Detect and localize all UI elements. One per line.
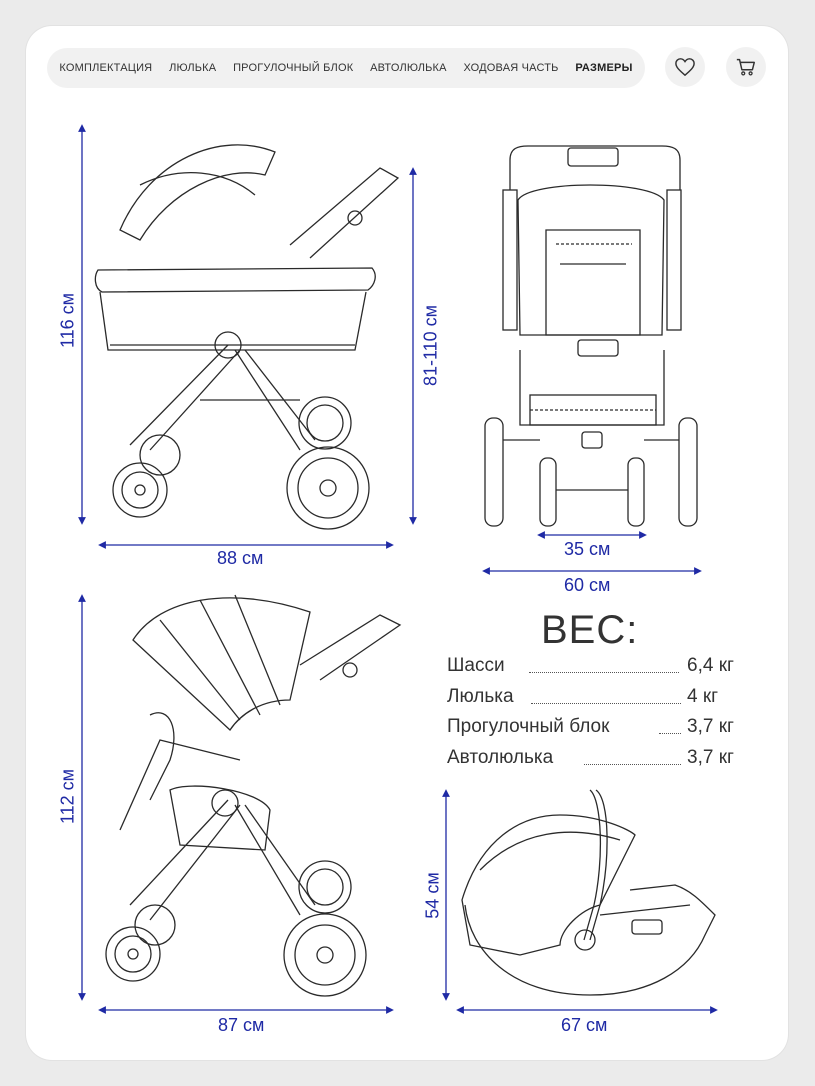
leader-dots (529, 672, 679, 673)
tab-progulochnyy-blok[interactable]: ПРОГУЛОЧНЫЙ БЛОК (233, 62, 354, 74)
tab-razmery[interactable]: РАЗМЕРЫ (575, 62, 633, 74)
weight-label: Люлька (447, 686, 514, 707)
seat-stroller-drawing (105, 594, 402, 997)
weight-label: Прогулочный блок (447, 716, 610, 737)
leader-dots (531, 703, 681, 704)
carseat-drawing (461, 789, 716, 996)
tab-khodovaya-chast[interactable]: ХОДОВАЯ ЧАСТЬ (463, 62, 559, 74)
seat-height-label: 112 см (57, 768, 78, 825)
dimension-lines (78, 124, 718, 1014)
weight-value: 6,4 кг (687, 655, 734, 676)
weight-title: ВЕС: (541, 608, 639, 652)
weight-value: 3,7 кг (687, 716, 734, 737)
carseat-length-label: 67 см (561, 1015, 608, 1035)
leader-dots (659, 733, 681, 734)
weight-value: 4 кг (687, 686, 719, 707)
front-view-drawing (484, 145, 698, 527)
seat-length-label: 87 см (218, 1015, 265, 1035)
weight-label: Шасси (447, 655, 505, 676)
heart-icon (675, 58, 695, 77)
handle-height-label: 81-110 см (420, 304, 441, 387)
front-inner-width-label: 35 см (564, 539, 611, 559)
weight-row-seat: Прогулочный блок 3,7 кг (447, 716, 747, 740)
leader-dots (584, 764, 681, 765)
weight-label: Автолюлька (447, 747, 554, 768)
bassinet-height-label: 116 см (57, 292, 78, 349)
weight-row-carseat: Автолюлька 3,7 кг (447, 747, 747, 771)
weight-row-bassinet: Люлька 4 кг (447, 686, 747, 710)
front-outer-width-label: 60 см (564, 575, 611, 595)
bassinet-length-label: 88 см (217, 548, 264, 568)
tab-komplektaciya[interactable]: КОМПЛЕКТАЦИЯ (59, 62, 153, 74)
weight-value: 3,7 кг (687, 747, 734, 768)
carseat-height-label: 54 см (422, 872, 443, 919)
bassinet-stroller-drawing (94, 144, 400, 530)
section-tabs: КОМПЛЕКТАЦИЯ ЛЮЛЬКА ПРОГУЛОЧНЫЙ БЛОК АВТ… (47, 48, 645, 88)
weight-row-chassis: Шасси 6,4 кг (447, 655, 747, 679)
cart-icon (736, 58, 755, 76)
tab-lyulka[interactable]: ЛЮЛЬКА (169, 62, 217, 74)
tab-avtolyulka[interactable]: АВТОЛЮЛЬКА (370, 62, 447, 74)
favorite-button[interactable] (665, 47, 705, 87)
cart-button[interactable] (726, 47, 766, 87)
